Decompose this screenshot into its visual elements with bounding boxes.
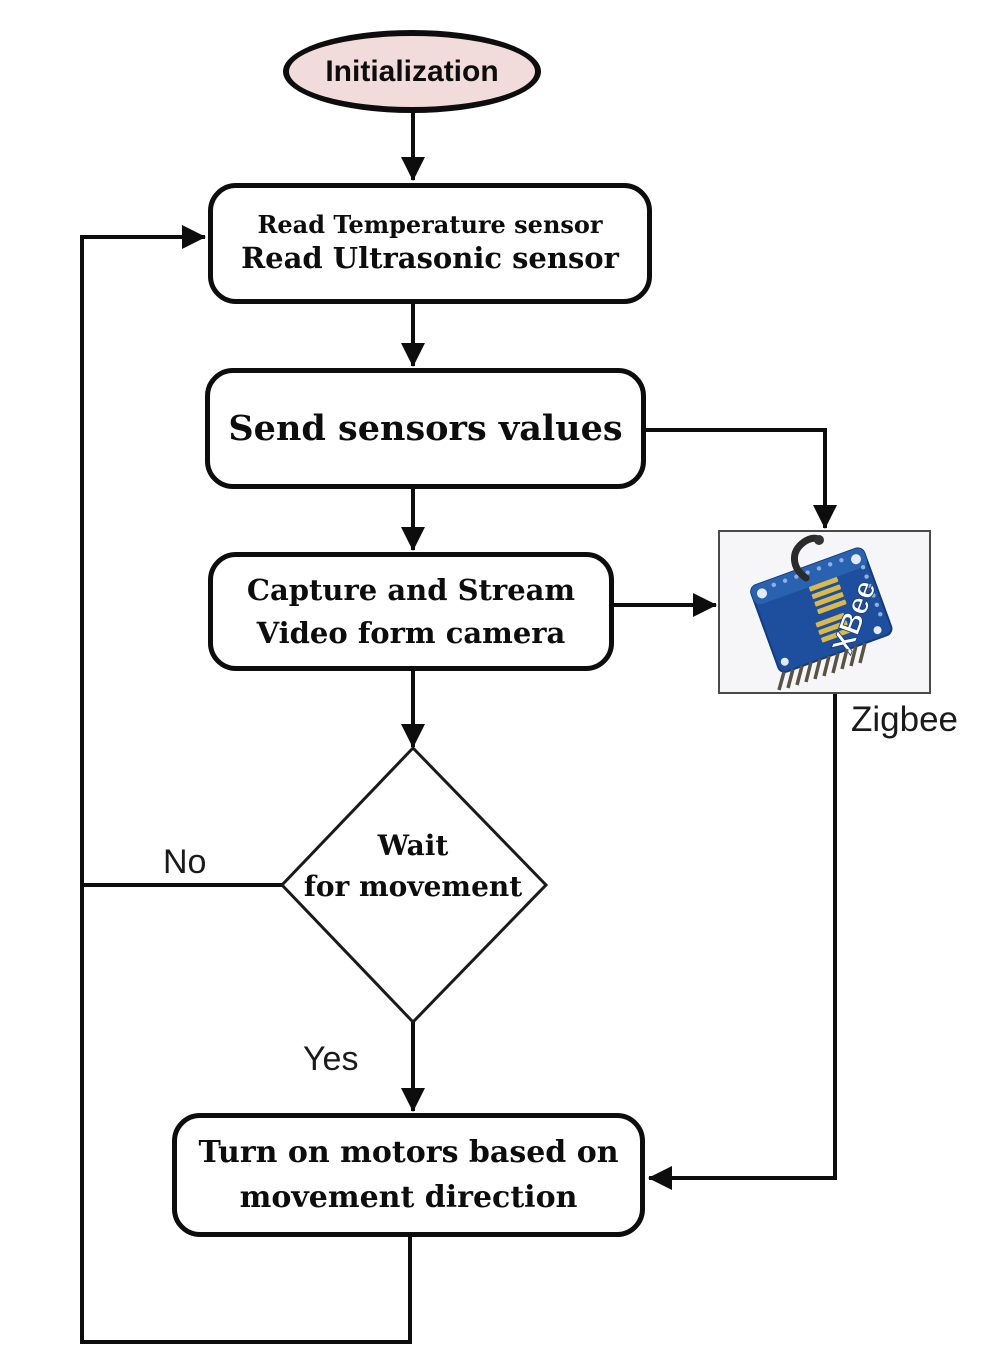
xbee-gold-pads [808,577,851,643]
edge-return-loop [80,225,412,1344]
decision-diamond-shape [279,745,549,1025]
xbee-antenna [791,534,824,582]
capture-stream-line1: Capture and Stream [246,573,576,608]
node-initialization: Initialization [283,30,541,113]
node-read-sensors: Read Temperature sensor Read Ultrasonic … [208,183,652,304]
send-values-label: Send sensors values [228,408,623,449]
xbee-pins [777,642,867,691]
xbee-pcb: XBee [750,547,893,673]
edges-group [80,112,837,1344]
node-capture-stream: Capture and Stream Video form camera [208,552,614,671]
zigbee-module-image: XBee [718,530,931,694]
node-wait-decision: Wait for movement [293,826,533,907]
wait-decision-line2: for movement [303,869,523,903]
edge-zigbee-turn [648,693,837,1190]
node-initialization-label: Initialization [325,54,499,88]
xbee-module-illustration: XBee [750,534,893,691]
edge-label-no: No [163,843,207,881]
turn-motors-line1: Turn on motors based on [198,1135,619,1170]
turn-motors-line2: movement direction [239,1180,578,1215]
wait-decision-line1: Wait [377,829,449,862]
node-turn-motors: Turn on motors based on movement directi… [172,1113,645,1237]
node-send-values: Send sensors values [205,368,646,489]
edge-send-zigbee [645,428,837,529]
zigbee-caption: Zigbee [851,700,959,739]
capture-stream-line2: Video form camera [256,615,566,650]
xbee-edge-holes [771,558,883,617]
edge-label-yes: Yes [303,1040,359,1078]
read-sensors-line1: Read Temperature sensor [257,210,603,240]
read-sensors-line2: Read Ultrasonic sensor [241,241,619,276]
